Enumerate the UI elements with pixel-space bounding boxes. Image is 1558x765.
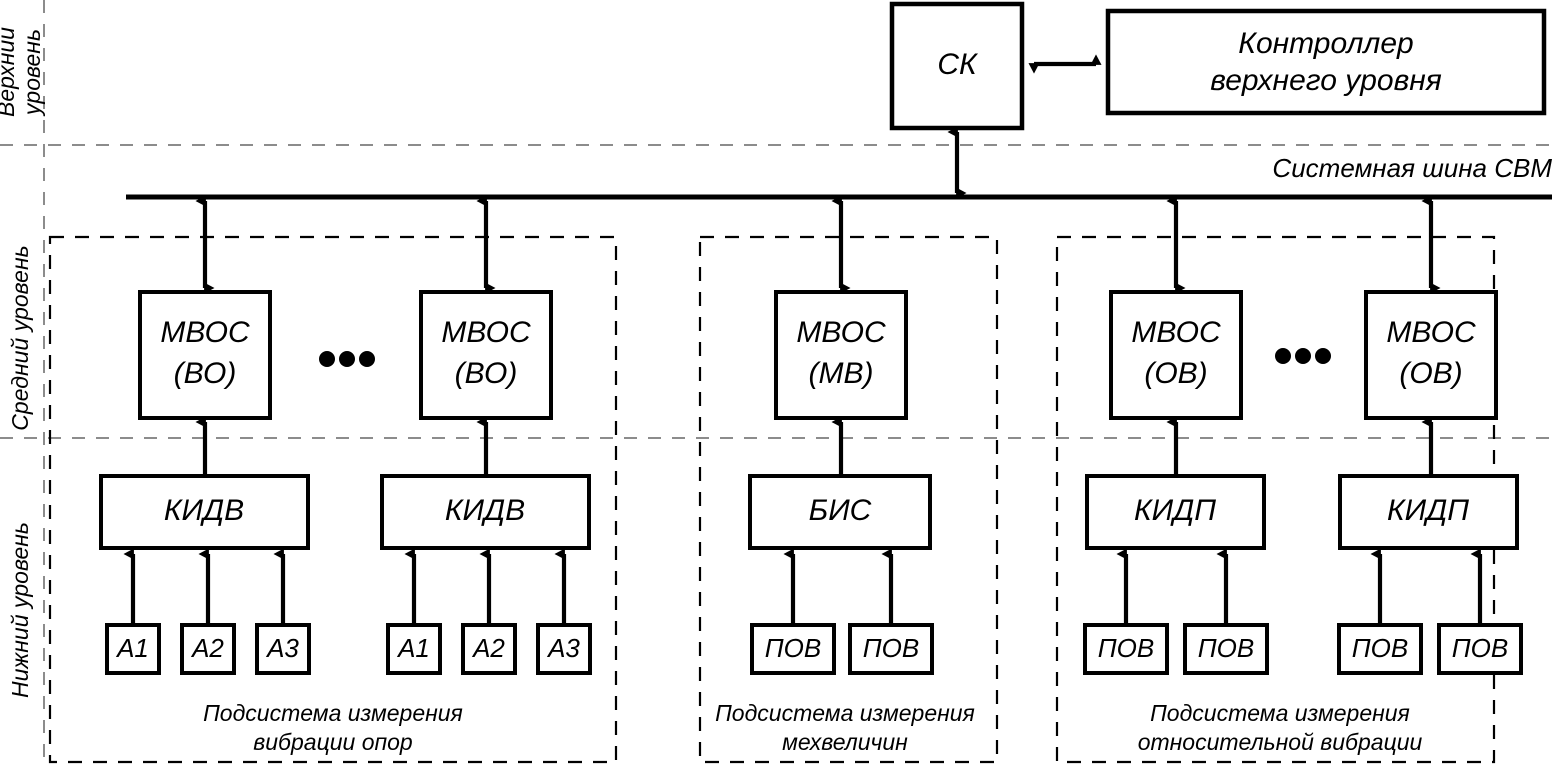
mvos-ov-box-2[interactable] [1364,290,1498,420]
sensor-box-pov-2-kidp-1[interactable] [1183,623,1269,675]
sensor-box-pov-2-kidp-2[interactable] [1437,623,1523,675]
sensor-label-pov-2-bis: ПОВ [863,633,919,663]
ellipsis-relative-vibration [1275,348,1331,364]
sensor-label-a2-group2: А2 [471,633,505,663]
sk-box-label: СК [937,48,979,81]
sk-box[interactable] [889,1,1025,131]
kidv-box-2[interactable] [380,474,591,550]
mvos-vo-box-2-line1: МВОС [441,316,531,349]
kidp-box-1-label: КИДП [1134,494,1216,527]
mvos-vo-box-1-line2: (ВО) [174,357,237,390]
mvos-ov-box-2-line1: МВОС [1386,316,1476,349]
mvos-ov-box-1-line1: МВОС [1131,316,1221,349]
subsystem-caption-3-line1: Подсистема измерения [1150,700,1410,726]
sensor-label-pov-2-kidp-2: ПОВ [1452,633,1508,663]
sensor-box-pov-1-kidp-1[interactable] [1083,623,1169,675]
subsystem-boundary-relative-vibration [1055,235,1496,764]
mvos-vo-box-1-line1: МВОС [160,316,250,349]
bis-box[interactable] [748,474,932,550]
subsystem-caption-2-line2: мехвеличин [782,729,908,755]
kidp-box-2-label: КИДП [1387,494,1469,527]
kidv-box-1-label: КИДВ [164,494,244,527]
kidp-box-2[interactable] [1338,474,1519,550]
sensor-label-pov-1-bis: ПОВ [765,633,821,663]
mvos-ov-box-1[interactable] [1109,290,1243,420]
mvos-ov-box-1-line2: (ОВ) [1144,357,1207,390]
sensor-label-a2-group1: А2 [190,633,224,663]
kidv-box-1[interactable] [99,474,310,550]
sensor-label-pov-2-kidp-1: ПОВ [1198,633,1254,663]
subsystem-caption-3-line2: относительной вибрации [1138,729,1423,755]
sensor-label-a1-group2: А1 [396,633,430,663]
mvos-mv-box[interactable] [774,290,908,420]
subsystem-caption-1-line1: Подсистема измерения [203,700,463,726]
subsystem-caption-2-line1: Подсистема измерения [715,700,975,726]
sensor-label-a1-group1: А1 [115,633,149,663]
controller-label-line1: Контроллер [1238,27,1413,60]
level-label-middle: Средний уровень [7,245,33,430]
sensor-box-pov-1-bis[interactable] [750,623,836,675]
upper-level-controller-box[interactable] [1105,8,1547,116]
sensor-box-a2-group2[interactable] [461,623,517,675]
sensor-label-pov-1-kidp-1: ПОВ [1098,633,1154,663]
sensor-box-pov-1-kidp-2[interactable] [1337,623,1423,675]
sensor-label-pov-1-kidp-2: ПОВ [1352,633,1408,663]
sensor-box-a3-group2[interactable] [536,623,592,675]
sensor-box-a2-group1[interactable] [180,623,236,675]
controller-label-line2: верхнего уровня [1210,64,1442,97]
mvos-mv-box-line2: (МВ) [809,357,874,390]
sensor-box-a1-group1[interactable] [105,623,161,675]
sensor-label-a3-group2: А3 [546,633,580,663]
level-label-lower: Нижний уровень [7,522,33,698]
mvos-ov-box-2-line2: (ОВ) [1399,357,1462,390]
level-label-upper-line2: уровень [19,29,45,117]
subsystem-boundary-vibration-supports [48,235,618,764]
mvos-mv-box-line1: МВОС [796,316,886,349]
mvos-vo-box-1[interactable] [138,290,272,420]
sensor-label-a3-group1: А3 [265,633,299,663]
level-label-upper: Верхний уровень [0,27,45,117]
kidv-box-2-label: КИДВ [445,494,525,527]
system-bus-label: Системная шина СВМ [1272,153,1552,183]
subsystem-boundary-mech-quantities [698,235,999,764]
kidp-box-1[interactable] [1085,474,1266,550]
subsystem-caption-1-line2: вибрации опор [253,729,413,755]
mvos-vo-box-2-line2: (ВО) [455,357,518,390]
ellipsis-vibration-supports [319,351,375,367]
level-label-upper-line1: Верхний [0,27,19,117]
mvos-vo-box-2[interactable] [419,290,553,420]
sensor-box-a3-group1[interactable] [255,623,311,675]
bis-box-label: БИС [809,494,872,527]
sensor-box-pov-2-bis[interactable] [848,623,934,675]
sensor-box-a1-group2[interactable] [386,623,442,675]
